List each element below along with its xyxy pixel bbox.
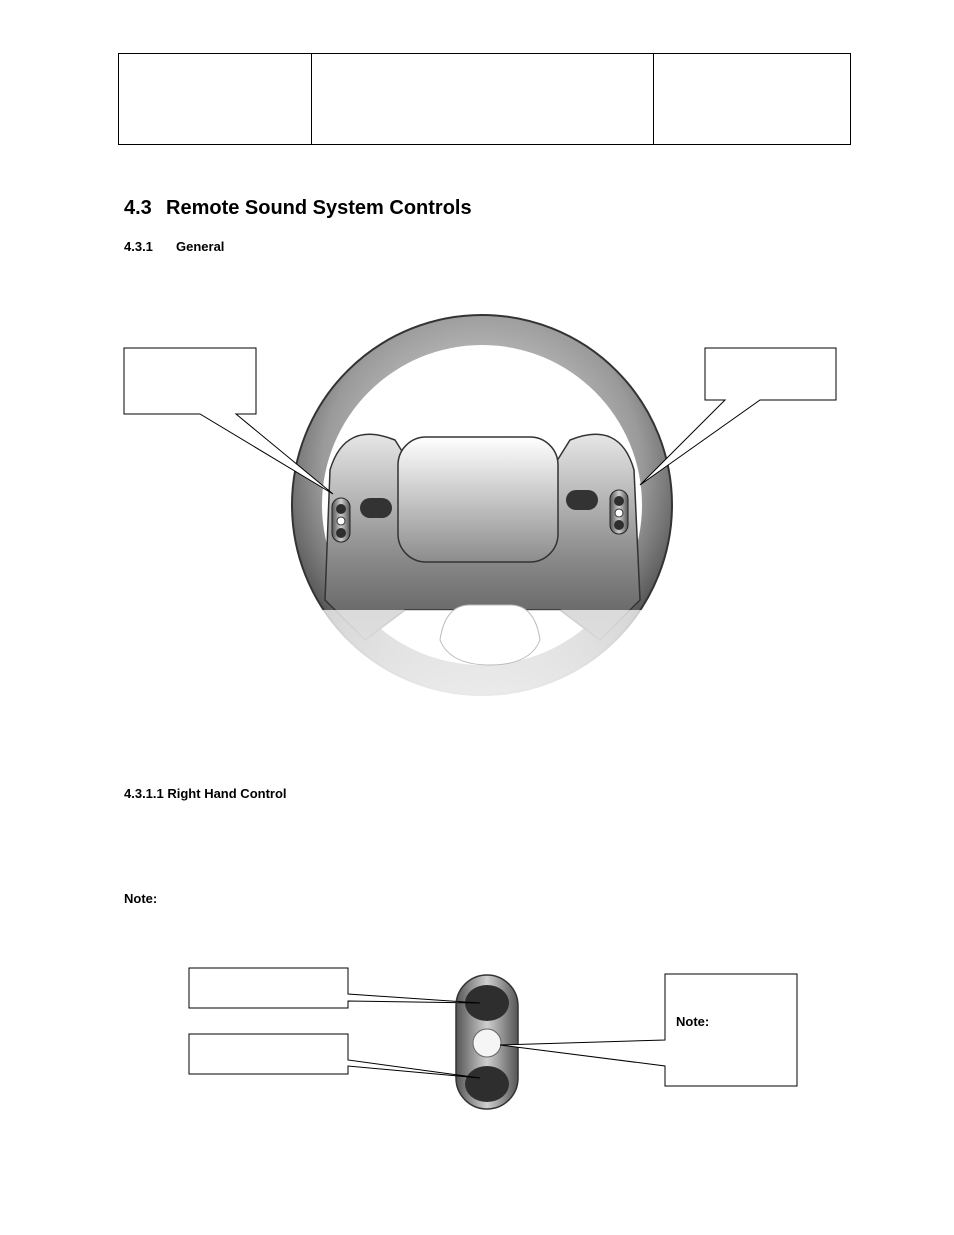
upper-button [465,985,509,1021]
callout-left-control [123,347,334,495]
callout-center-button [499,973,798,1087]
section-title: Remote Sound System Controls [166,197,472,219]
left-control-pod [331,497,351,543]
callout-note-label: Note: [676,1014,710,1029]
header-cell-right [653,53,851,145]
airbag-pad [397,436,559,563]
header-cell-middle [311,53,654,145]
subsection-title: General [176,239,225,254]
callout-lower-button [188,1033,481,1079]
subsubsection-heading: 4.3.1.1 Right Hand Control [124,786,287,801]
right-hand-control-illustration [455,974,519,1110]
header-cell-left [118,53,312,145]
callout-right-control [639,347,837,486]
section-number: 4.3 [124,197,152,219]
section-heading: 4.3 Remote Sound System Controls [124,197,472,220]
center-button [472,1028,502,1058]
header-table [118,53,851,145]
lower-button [465,1066,509,1102]
right-slot [566,490,598,510]
steering-wheel-illustration [290,314,674,700]
subsection-number: 4.3.1 [124,239,153,254]
subsection-heading: 4.3.1 General [124,239,224,254]
right-control-pod [609,489,629,535]
callout-upper-button [188,967,481,1009]
header-table-row [118,53,851,145]
left-slot [360,498,392,518]
body-note-label: Note: [124,891,158,906]
bottom-spoke-opening [439,604,541,666]
